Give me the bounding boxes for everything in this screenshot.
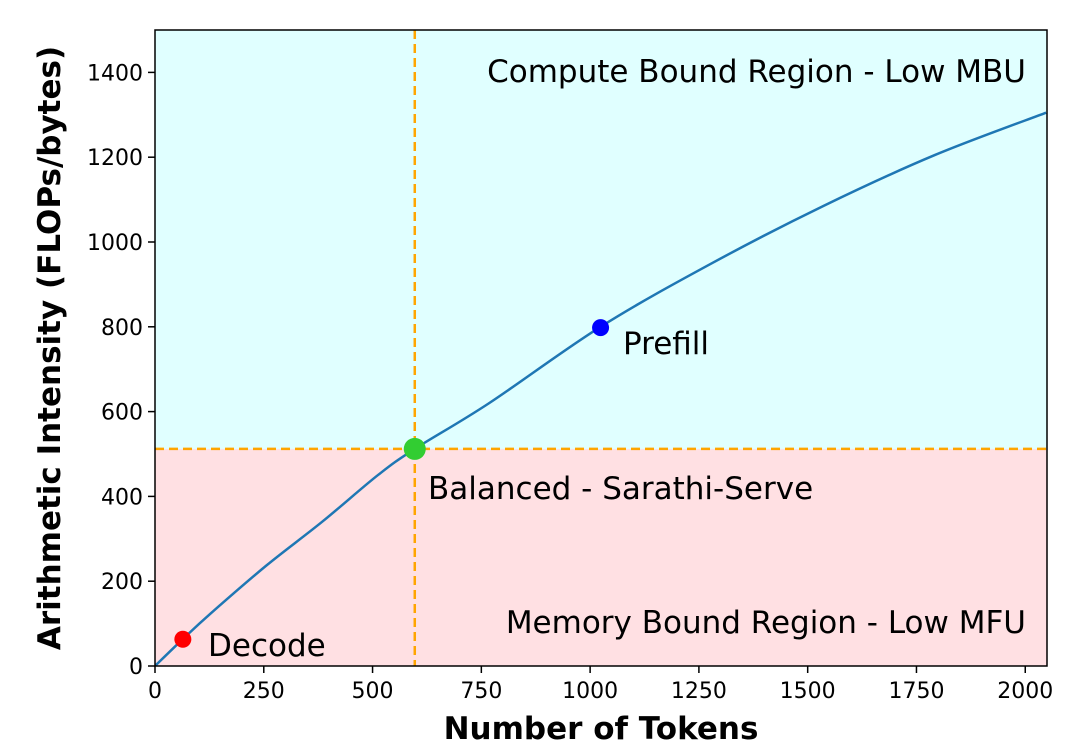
intensity-curve-line xyxy=(155,111,1047,666)
x-tick-label: 1000 xyxy=(562,679,618,704)
memory-bound-region xyxy=(155,448,1047,666)
x-tick-label: 1250 xyxy=(671,679,727,704)
decode-point-label: Decode xyxy=(208,628,326,664)
decode-point xyxy=(174,630,192,648)
x-tick-label: 0 xyxy=(148,679,162,704)
x-tick-label: 1750 xyxy=(888,679,944,704)
prefill-point-label: Prefill xyxy=(623,326,709,362)
y-tick-label: 1400 xyxy=(87,61,143,86)
x-tick-label: 1500 xyxy=(780,679,836,704)
points-layer xyxy=(174,319,610,648)
y-tick-label: 0 xyxy=(129,655,143,680)
y-tick-label: 1200 xyxy=(87,146,143,171)
x-tick-label: 2000 xyxy=(997,679,1053,704)
curve-layer xyxy=(155,111,1047,666)
plot-frame xyxy=(154,29,1048,667)
compute-bound-region xyxy=(155,30,1047,449)
balanced-point xyxy=(403,437,426,460)
compute-region-label: Compute Bound Region - Low MBU xyxy=(487,54,1026,90)
x-axis-title: Number of Tokens xyxy=(444,711,759,747)
y-tick-label: 400 xyxy=(101,485,143,510)
x-tick-label: 250 xyxy=(243,679,285,704)
reference-lines-layer xyxy=(155,30,1047,666)
y-tick-label: 200 xyxy=(101,570,143,595)
y-axis-ticks: 0 200 400 600 800 1000 1200 1400 xyxy=(87,61,155,680)
x-tick-label: 500 xyxy=(352,679,394,704)
x-tick-label: 750 xyxy=(460,679,502,704)
prefill-point xyxy=(592,319,610,337)
y-tick-label: 600 xyxy=(101,401,143,426)
y-tick-label: 1000 xyxy=(87,231,143,256)
y-tick-label: 800 xyxy=(101,316,143,341)
regions-layer xyxy=(155,30,1047,666)
balanced-point-label: Balanced - Sarathi-Serve xyxy=(428,471,813,507)
x-axis-ticks: 0 250 500 750 1000 1250 1500 1750 2000 xyxy=(148,666,1053,704)
y-axis-title: Arithmetic Intensity (FLOPs/bytes) xyxy=(32,46,68,650)
memory-region-label: Memory Bound Region - Low MFU xyxy=(506,605,1026,641)
